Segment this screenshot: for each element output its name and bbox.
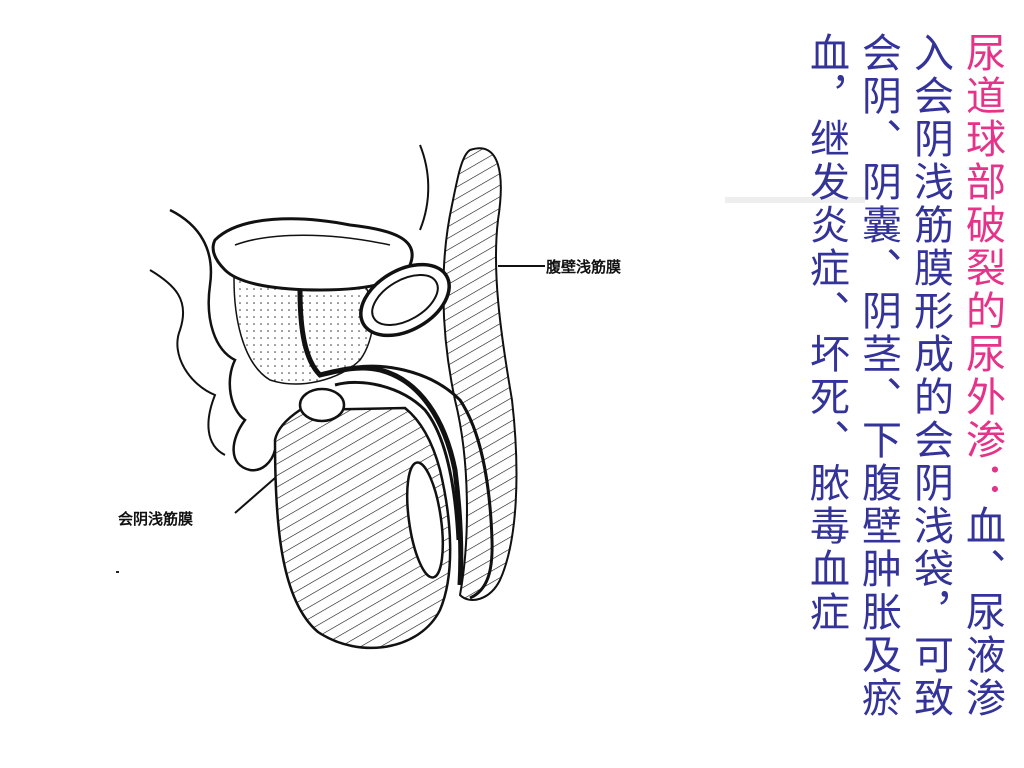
leader-perineal xyxy=(234,477,276,514)
perineum-outline xyxy=(169,208,277,472)
testis xyxy=(405,461,445,579)
anatomy-diagram xyxy=(149,144,545,650)
buttock-outline xyxy=(149,269,226,456)
abdomen-outline xyxy=(419,144,430,231)
pubic-bone xyxy=(359,262,451,338)
label-abdominal-fascia: 腹壁浅筋膜 xyxy=(546,258,622,276)
bladder-inner xyxy=(234,234,391,246)
text-highlight: 尿道球部破裂的尿外渗： xyxy=(959,32,1005,505)
abdominal-wall xyxy=(442,147,518,601)
urethra xyxy=(297,289,464,586)
corpus-spongiosum xyxy=(334,380,460,541)
description-text: 尿道球部破裂的尿外渗：血、尿液渗入会阴浅筋膜形成的会阴浅袋，可致会阴、阴囊、阴茎… xyxy=(732,32,1008,722)
decorative-bar xyxy=(725,197,865,203)
text-body: 血、尿液渗入会阴浅筋膜形成的会阴浅袋，可致会阴、阴囊、阴茎、下腹壁肿胀及瘀血，继… xyxy=(803,32,1005,720)
pubic-bone-inner xyxy=(371,274,439,326)
label-perineal-fascia: 会阴浅筋膜 xyxy=(118,510,194,528)
scrotum xyxy=(273,406,452,650)
stray-dot xyxy=(116,571,119,573)
penis-shaft xyxy=(339,364,494,600)
urethral-bulb xyxy=(298,387,346,423)
